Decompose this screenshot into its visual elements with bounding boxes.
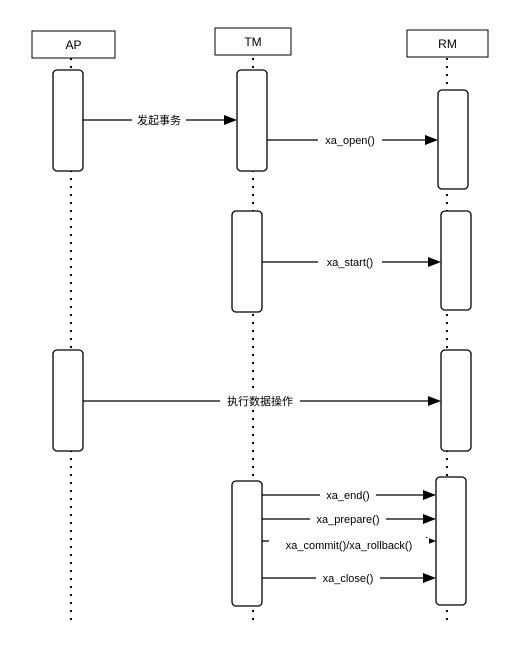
activation-tm-1 [236, 69, 268, 172]
message-execute-data-operation: 执行数据操作 [83, 394, 441, 409]
message-label: xa_commit()/xa_rollback() [286, 540, 413, 552]
participant-label-tm: TM [244, 35, 261, 49]
activation-ap-1 [52, 69, 84, 172]
message-label: xa_start() [327, 257, 373, 269]
arrow-head-icon [428, 257, 441, 267]
activation-ap-2 [52, 349, 84, 452]
activation-rm-2 [440, 210, 472, 311]
message-initiate-transaction: 发起事务 [83, 113, 237, 128]
message-label: xa_close() [323, 573, 374, 585]
arrow-head-icon [425, 135, 438, 145]
message-label: 执行数据操作 [227, 394, 293, 408]
activation-tm-3 [231, 480, 263, 607]
participant-label-ap: AP [65, 38, 81, 52]
participant-rm: RM [406, 29, 489, 58]
participant-label-rm: RM [438, 37, 457, 51]
arrow-head-icon [423, 514, 436, 524]
arrow-head-icon [224, 115, 237, 125]
message-xa-end: xa_end() [262, 488, 436, 503]
message-label: xa_open() [325, 135, 375, 147]
activation-rm-1 [437, 89, 469, 190]
message-xa-open: xa_open() [267, 133, 438, 148]
message-label: xa_end() [326, 490, 369, 502]
message-label: xa_prepare() [317, 514, 380, 526]
activation-rm-3 [440, 349, 472, 452]
participant-tm: TM [214, 27, 292, 56]
activation-tm-2 [231, 210, 263, 313]
message-label: 发起事务 [137, 113, 181, 127]
message-xa-prepare: xa_prepare() [262, 512, 436, 527]
participant-ap: AP [31, 30, 116, 59]
message-xa-commit-rollback: xa_commit()/xa_rollback() [262, 537, 436, 553]
message-xa-close: xa_close() [262, 571, 436, 586]
arrow-head-icon [428, 396, 441, 406]
arrow-head-icon [423, 490, 436, 500]
message-xa-start: xa_start() [262, 255, 441, 270]
arrow-head-icon [423, 573, 436, 583]
activation-rm-4 [435, 476, 467, 606]
